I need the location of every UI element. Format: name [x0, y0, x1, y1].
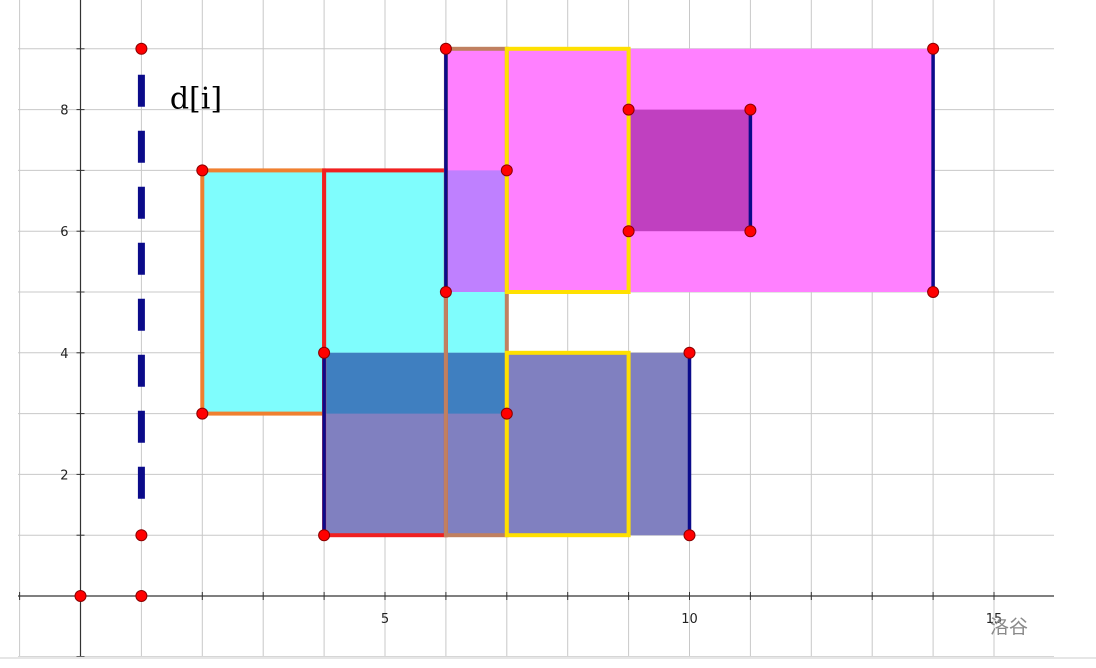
scan-lines: [137, 48, 935, 536]
y-tick-label: 4: [60, 347, 68, 362]
point-marker: [74, 590, 87, 602]
point-marker: [135, 529, 148, 542]
point-marker: [439, 42, 452, 55]
point-marker: [622, 225, 635, 238]
point-marker: [683, 529, 696, 542]
point-marker: [927, 286, 940, 298]
point-marker: [500, 164, 513, 177]
d-i-label: d[i]: [170, 82, 222, 117]
point-marker: [622, 103, 635, 116]
point-marker: [196, 164, 209, 177]
point-marker: [196, 407, 209, 420]
point-marker: [927, 42, 940, 55]
axes: 5 10 15 2 4 6 8: [18, 0, 1054, 658]
point-marker: [439, 286, 452, 298]
purple-overlap: [445, 170, 507, 292]
x-tick-label: 10: [681, 612, 698, 627]
y-tick-label: 8: [60, 104, 68, 119]
point-marker: [744, 103, 757, 116]
x-tick-label: 15: [986, 612, 1003, 627]
point-marker: [744, 225, 757, 238]
luogu-watermark: 洛谷: [990, 616, 1028, 638]
point-marker: [683, 346, 696, 359]
point-marker: [318, 529, 331, 542]
y-tick-label: 2: [60, 468, 68, 483]
yellow-outline-bottom: [504, 350, 631, 538]
steel-overlap: [324, 352, 507, 414]
point-marker: [135, 590, 148, 602]
x-tick-label: 5: [381, 612, 389, 627]
bottom-divider: [0, 657, 1096, 659]
point-marker: [135, 42, 148, 55]
y-tick-label: 6: [60, 225, 68, 240]
points: [74, 42, 940, 602]
dark-magenta-rect: [628, 109, 751, 232]
point-marker: [500, 407, 513, 420]
labels: d[i] 洛谷: [170, 82, 1028, 638]
point-marker: [318, 346, 331, 359]
